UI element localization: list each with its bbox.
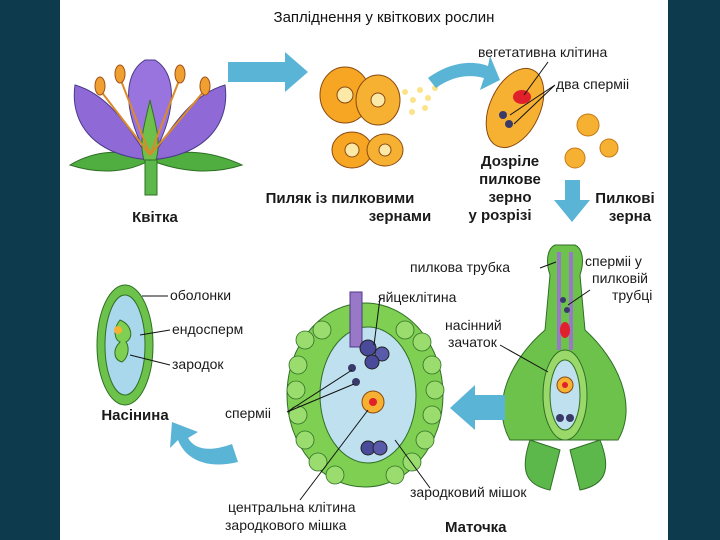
label-pistil: Маточка: [445, 519, 507, 536]
label-seed-coats: оболонки: [170, 287, 231, 303]
label-anther-line2: зернами: [369, 208, 431, 225]
label-mature-line4: у розрізі: [468, 207, 531, 224]
diagram-title: Запліднення у квіткових рослин: [274, 9, 495, 26]
anther-illustration: [319, 66, 438, 169]
embryo-sac-illustration: [286, 291, 445, 488]
label-sperms-in-tube-line1: сперміі у: [585, 253, 642, 269]
label-central-cell-line1: центральна клітина: [228, 499, 356, 515]
label-mature-line3: зерно: [489, 189, 532, 206]
label-mature-line2: пилкове: [479, 171, 541, 188]
leader-sperms-in-tube: [567, 289, 591, 306]
right-side-panel: [668, 0, 720, 540]
label-egg-cell: яйцеклітина: [378, 289, 457, 305]
leader-embryo-sac: [394, 439, 431, 489]
arrow-pistil-to-sac: [450, 385, 505, 430]
label-sperms-in-tube-line2: пилковій: [592, 270, 648, 286]
label-ovule-line1: насінний: [445, 317, 502, 333]
label-embryo: зародок: [172, 356, 224, 372]
pistil-illustration: [501, 244, 627, 491]
leader-sperms: [286, 369, 355, 413]
label-sperms: сперміі: [225, 405, 271, 421]
label-two-sperms: два сперміі: [556, 76, 629, 92]
seed-illustration: [96, 284, 154, 406]
label-flower: Квітка: [132, 209, 178, 226]
label-vegetative-cell: вегетативна клітина: [478, 44, 608, 60]
leader-vegetative-cell: [523, 61, 549, 96]
arrow-anther-to-pollen: [428, 56, 500, 90]
label-pollen-grains-line2: зерна: [609, 208, 652, 225]
leader-egg-cell: [373, 297, 381, 346]
arrow-sac-to-seed: [170, 422, 238, 465]
label-pollen-grains-line1: Пилкові: [595, 190, 654, 207]
label-sperms-in-tube-line3: трубці: [612, 287, 652, 303]
leader-endosperm: [139, 329, 171, 336]
flower-illustration: [68, 59, 244, 196]
leader-embryo: [129, 354, 171, 366]
left-side-panel: [0, 0, 60, 540]
label-central-cell-line2: зародкового мішка: [225, 517, 347, 533]
label-anther-line1: Пиляк із пилковими: [266, 190, 415, 207]
label-seed: Насінина: [101, 407, 169, 424]
leader-ovule: [499, 344, 549, 373]
label-pollen-tube: пилкова трубка: [410, 259, 510, 275]
label-mature-line1: Дозріле: [481, 153, 539, 170]
arrow-pollen-down: [554, 180, 590, 222]
label-embryo-sac: зародковий мішок: [410, 484, 527, 500]
leader-pollen-tube: [539, 261, 557, 269]
arrow-flower-to-anther: [228, 52, 308, 92]
leader-central-cell: [299, 409, 369, 501]
label-ovule-line2: зачаток: [448, 334, 498, 350]
leader-two-sperms: [509, 84, 556, 125]
label-endosperm: ендосперм: [172, 321, 243, 337]
pollen-grains-illustration: [564, 113, 619, 169]
